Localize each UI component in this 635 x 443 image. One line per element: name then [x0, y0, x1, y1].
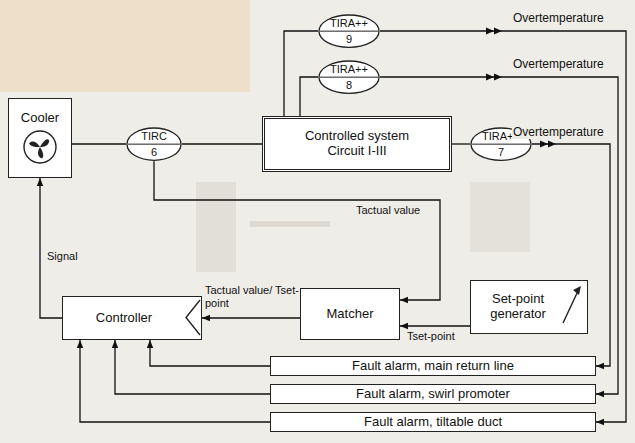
node-text: Fault alarm, main return line: [352, 359, 514, 374]
fan-blade: [40, 140, 49, 148]
oval-divider: [320, 77, 378, 78]
node-text: Controller: [96, 311, 152, 326]
alarm-tag: TIRA++8: [318, 60, 380, 94]
comparator-wedge: [186, 300, 200, 335]
connector: [40, 178, 62, 318]
oval-divider: [320, 31, 378, 32]
controlled-system-box: Controlled systemCircuit I-III: [262, 116, 452, 172]
oval-shape: [127, 128, 181, 160]
signal-label: Tset-point: [406, 330, 456, 343]
fault-alarm-box: Fault alarm, tiltable duct: [270, 412, 596, 433]
connector: [154, 161, 440, 300]
connector: [72, 143, 126, 144]
oval-divider: [472, 144, 530, 145]
connector: [115, 340, 270, 394]
fan-symbol: [22, 129, 58, 165]
connector: [400, 325, 470, 326]
node-text: Controlled system: [305, 129, 409, 144]
connector: [300, 77, 318, 116]
node-text: Fault alarm, swirl promoter: [356, 387, 510, 402]
node-text: TIRA++: [330, 17, 368, 31]
faded-photo-structure: [470, 182, 530, 252]
node-text: Circuit I-III: [327, 144, 386, 159]
alarm-output-label: Overtemperature: [512, 11, 605, 25]
oval-shape: [319, 61, 379, 93]
node-text: TIRA++: [330, 63, 368, 77]
connector: [182, 143, 262, 144]
connector: [452, 143, 470, 144]
connector: [202, 317, 300, 318]
adjust-arrow-symbol: [560, 281, 584, 332]
node-text: Matcher: [327, 307, 374, 322]
signal-label: Tactual value: [355, 204, 421, 217]
connector: [150, 340, 270, 366]
signal-label: Tactual value/ Tset-point: [204, 284, 300, 310]
signal-label: Signal: [46, 250, 79, 263]
faded-photo-warm: [0, 0, 250, 92]
cooler-box: Cooler: [8, 98, 72, 178]
control-tag: TIRC6: [126, 127, 182, 161]
oval-divider: [128, 144, 180, 145]
faded-photo-pipe: [250, 221, 330, 227]
setpoint-box: Set-point generator: [470, 280, 588, 334]
node-text: Set-point generator: [482, 292, 554, 322]
node-text: 7: [498, 144, 504, 159]
connector: [284, 31, 318, 116]
fan-ring: [24, 131, 56, 163]
faded-photo-structure: [196, 182, 236, 272]
connector: [80, 340, 270, 422]
node-text: TIRC: [141, 130, 167, 144]
controller-box: Controller: [62, 296, 202, 340]
matcher-box: Matcher: [300, 288, 400, 340]
fault-alarm-box: Fault alarm, main return line: [270, 356, 596, 377]
node-text: 9: [346, 31, 352, 46]
adjust-arrow-head: [573, 286, 581, 295]
node-text: 6: [151, 144, 157, 159]
adjust-arrow-shaft: [563, 291, 578, 323]
fan-blade: [35, 147, 46, 159]
alarm-tag: TIRA++9: [318, 14, 380, 48]
fan-blade: [29, 140, 40, 152]
node-text: Fault alarm, tiltable duct: [364, 415, 502, 430]
fault-alarm-box: Fault alarm, swirl promoter: [270, 384, 596, 405]
alarm-output-label: Overtemperature: [512, 125, 605, 139]
comparator-symbol: [183, 297, 201, 338]
oval-shape: [319, 15, 379, 47]
node-text: Cooler: [21, 111, 59, 126]
node-text: 8: [346, 77, 352, 92]
alarm-output-label: Overtemperature: [512, 57, 605, 71]
